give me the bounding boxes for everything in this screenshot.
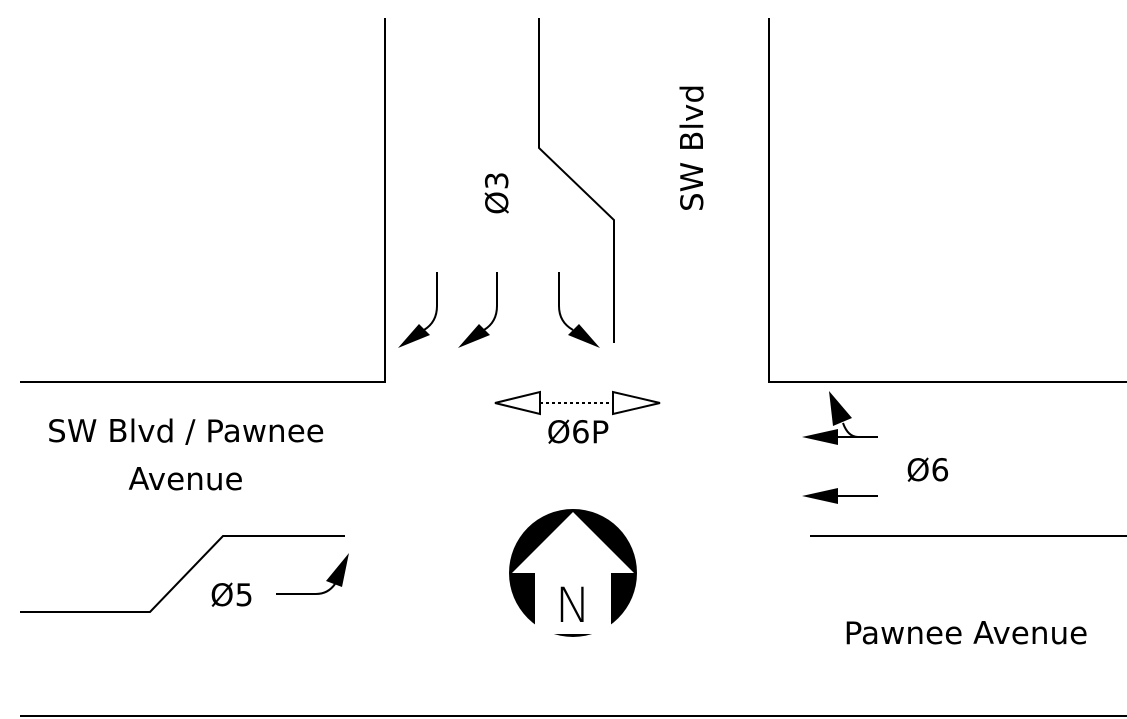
sb-bearing-right-arrowhead-icon	[458, 324, 490, 348]
sb-right-turn-arrowhead-icon	[398, 324, 430, 348]
wb-right-turn-arrowhead-icon	[829, 391, 852, 426]
sb-bearing-left-arrowhead-icon	[568, 324, 600, 348]
phase-3-label: Ø3	[480, 171, 516, 215]
phase-6-label: Ø6	[906, 453, 950, 489]
eb-left-turn-arrow-shaft	[276, 583, 336, 595]
south-median-island-edge	[20, 535, 345, 613]
phase-3-movements	[398, 272, 600, 348]
ped-arrow-left-icon	[494, 390, 541, 416]
northeast-curb	[768, 18, 1127, 383]
sb-bearing-right-arrow-shaft	[483, 272, 498, 331]
intersection-name-line-2: Avenue	[128, 462, 243, 498]
north-median-island-edge	[538, 18, 615, 343]
sb-bearing-left-arrow-shaft	[558, 272, 574, 331]
phase-5-movements	[276, 553, 349, 595]
northwest-curb	[20, 18, 386, 383]
phase-6-ped-label: Ø6P	[547, 415, 610, 451]
wb-through-left-arrowhead-icon	[802, 429, 838, 445]
north-arrow-letter: N	[555, 578, 591, 634]
intersection-name-line-1: SW Blvd / Pawnee	[47, 414, 325, 450]
ped-arrow-right-icon	[612, 390, 661, 416]
phase-5-label: Ø5	[210, 578, 254, 614]
phase-6-ped-crossing	[494, 390, 661, 416]
north-arrow-symbol: N	[509, 509, 637, 637]
road-edges	[20, 18, 1127, 717]
north-arrow-shape-icon	[512, 512, 634, 634]
north-street-label: SW Blvd	[675, 84, 711, 212]
eb-left-turn-arrowhead-icon	[326, 553, 349, 587]
wb-through-arrowhead-icon	[802, 488, 838, 504]
wb-right-turn-arrow-shaft	[842, 422, 878, 438]
east-street-label: Pawnee Avenue	[844, 616, 1088, 652]
sb-right-turn-arrow-shaft	[423, 272, 438, 331]
phase-6-movements	[802, 391, 878, 504]
